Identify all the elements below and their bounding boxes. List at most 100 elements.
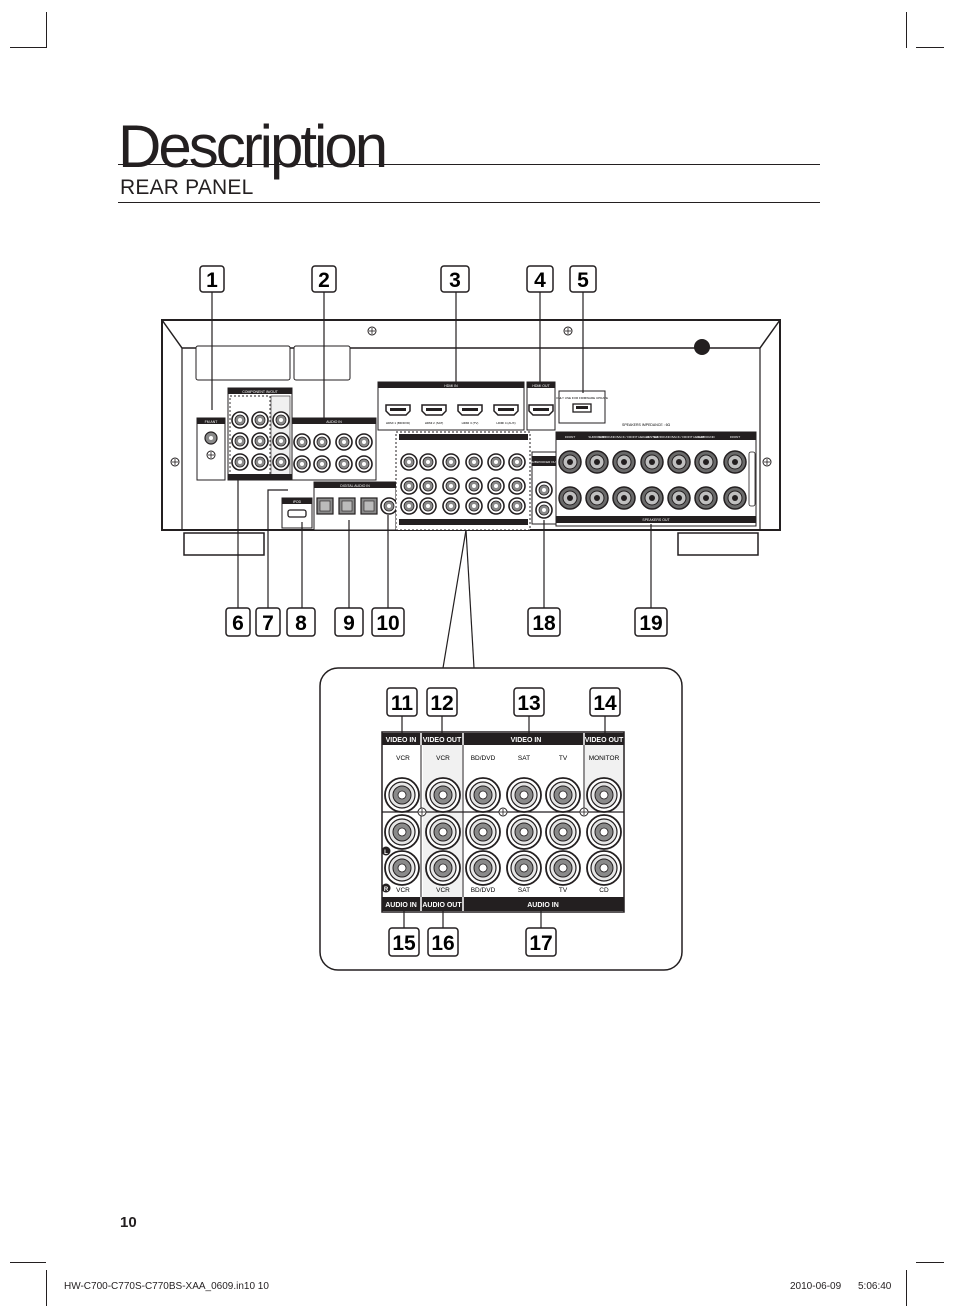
svg-text:COMPONENT IN/OUT: COMPONENT IN/OUT [242,390,278,394]
svg-text:DIGITAL AUDIO IN: DIGITAL AUDIO IN [340,484,370,488]
svg-text:18: 18 [532,612,556,635]
svg-text:3: 3 [449,269,461,292]
zoom-column-label: BD/DVD [471,755,496,762]
svg-text:HDMI OUT: HDMI OUT [532,384,550,388]
callout-badge: 17 [525,927,557,957]
svg-text:13: 13 [517,692,540,715]
fm-antenna-jack: FM ANT [196,417,226,481]
callout-badge: 18 [527,607,561,637]
component-in-out-panel: COMPONENT IN/OUT [227,387,293,481]
callout-badge: 1 [199,265,225,293]
zoom-column-label: SAT [518,755,530,762]
svg-text:SUBWOOFER OUT: SUBWOOFER OUT [531,460,558,464]
footer-time: 5:06:40 [858,1281,892,1292]
callout-badge: 14 [589,687,621,717]
section-rule [118,202,820,203]
crop-mark [916,1262,944,1263]
svg-text:AUDIO IN: AUDIO IN [326,420,342,424]
zoom-header-video-out: VIDEO OUT [585,737,624,744]
crop-mark [46,12,47,48]
zoom-column-label: VCR [396,755,410,762]
hdmi-out-panel: HDMI OUT [526,381,556,431]
svg-text:12: 12 [430,692,453,715]
right-channel-mark: R [384,887,389,893]
callout-badge: 16 [427,927,459,957]
svg-text:ONLY USE FOR FIRMWARE UPDATE: ONLY USE FOR FIRMWARE UPDATE [556,396,608,400]
footer-filename: HW-C700-C770S-C770BS-XAA_0609.in10 10 [64,1281,269,1292]
callout-badge: 15 [388,927,420,957]
callout-badge: 12 [426,687,458,717]
hdmi-port-label: HDMI 1 (BD/DVD) [386,421,410,425]
svg-text:11: 11 [391,692,414,715]
zoom-column-label: TV [559,887,568,894]
hdmi-port-label: HDMI 4 (AUX) [496,421,515,425]
svg-text:1: 1 [206,269,218,292]
svg-text:HDMI IN: HDMI IN [444,384,458,388]
callout-badge: 7 [255,607,281,637]
svg-text:10: 10 [376,612,399,635]
zoom-column-label: MONITOR [589,755,620,762]
subwoofer-out: SUBWOOFER OUT [531,451,558,525]
callout-badge: 9 [334,607,364,637]
callout-badge: 11 [386,687,418,717]
speaker-impedance-label: SPEAKERS IMPEDANCE : 6Ω [622,423,671,427]
zoom-column-label: BD/DVD [471,887,496,894]
svg-text:8: 8 [295,612,307,635]
callout-badge: 19 [634,607,668,637]
crop-mark [916,47,944,48]
crop-mark [10,1262,46,1263]
ipod-port: iPOD [281,497,313,529]
svg-text:SPEAKERS OUT: SPEAKERS OUT [642,518,670,522]
av-connector-block [395,431,531,531]
svg-text:6: 6 [232,612,244,635]
zoom-header-video-in: VIDEO IN [511,737,542,744]
callout-badge: 10 [371,607,405,637]
crop-mark [10,47,46,48]
callout-lines [211,292,652,669]
firmware-update-port: ONLY USE FOR FIRMWARE UPDATE [556,390,608,424]
audio-in-panel: AUDIO IN [291,417,377,481]
hdmi-in-panel: HDMI IN HDMI 1 (BD/DVD) HDMI 2 (SAT) HDM… [377,381,525,431]
crop-mark [46,1270,47,1306]
svg-text:FM ANT: FM ANT [205,420,219,424]
svg-text:17: 17 [529,932,552,955]
svg-text:iPOD: iPOD [293,500,302,504]
callout-badge: 5 [569,265,597,293]
svg-text:SURROUND BACK / FRONT HEIGHT: SURROUND BACK / FRONT HEIGHT [598,435,649,439]
svg-text:FRONT: FRONT [565,435,575,439]
svg-text:9: 9 [343,612,355,635]
digital-audio-in-panel: DIGITAL AUDIO IN [313,481,398,531]
zoom-column-label: VCR [436,755,450,762]
zoom-footer-audio-in: AUDIO IN [527,902,559,909]
zoom-connector-panel: VIDEO IN VIDEO OUT VIDEO IN VIDEO OUT AU… [381,731,625,913]
zoom-header-video-out: VIDEO OUT [423,737,462,744]
page-number: 10 [120,1214,137,1231]
title-rule [118,164,820,165]
zoom-column-label: SAT [518,887,530,894]
callout-badge: 2 [311,265,337,293]
callout-badge: 13 [513,687,545,717]
svg-text:FRONT: FRONT [730,435,740,439]
zoom-column-label: VCR [436,887,450,894]
crop-mark [906,12,907,48]
svg-text:14: 14 [593,692,617,715]
zoom-footer-audio-out: AUDIO OUT [422,902,462,909]
rear-panel-diagram: FM ANT COMPONENT IN/OUT AUDIO IN HDMI IN… [161,265,781,971]
svg-text:19: 19 [639,612,662,635]
speakers-out-panel: SPEAKERS OUT FRONT SURROUND SURROUND BAC… [555,431,757,527]
svg-text:CENTER: CENTER [646,435,659,439]
zoom-column-label: CD [599,887,609,894]
svg-text:5: 5 [577,269,589,292]
svg-text:SURROUND: SURROUND [588,435,606,439]
svg-text:15: 15 [392,932,416,955]
svg-text:16: 16 [431,932,454,955]
svg-text:2: 2 [318,269,330,292]
hdmi-port-label: HDMI 2 (SAT) [425,421,444,425]
zoom-column-label: TV [559,755,568,762]
zoom-footer-audio-in: AUDIO IN [385,902,417,909]
left-channel-mark: L [384,850,388,856]
footer-date: 2010-06-09 [790,1281,842,1292]
callout-badge: 6 [225,607,251,637]
svg-text:4: 4 [534,269,546,292]
section-heading: REAR PANEL [120,176,254,199]
